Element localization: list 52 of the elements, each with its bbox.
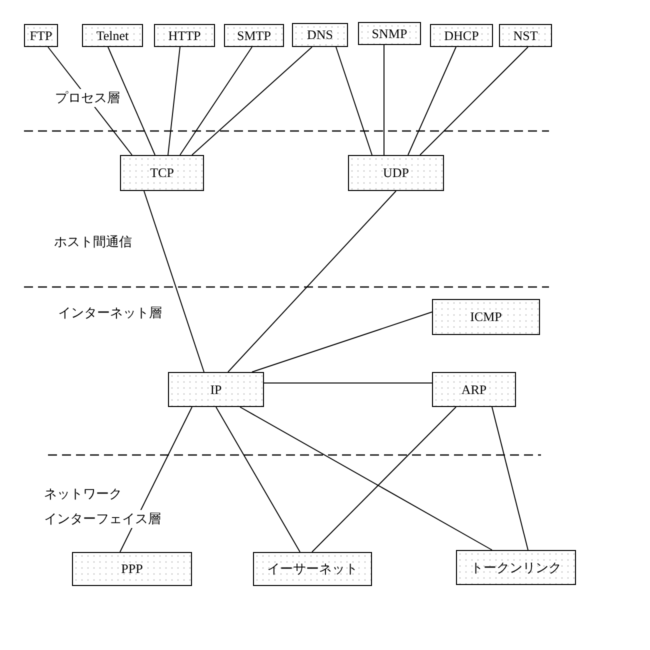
connector-line [108, 46, 156, 156]
protocol-box [430, 24, 493, 47]
protocol-box [82, 24, 143, 47]
connector-line [336, 46, 372, 156]
protocol-name: イーサーネット [267, 560, 358, 578]
protocol-box [499, 24, 552, 47]
protocol-name: NST [513, 28, 538, 44]
protocol-box [72, 552, 192, 586]
layer-label: ホスト間通信 [54, 233, 132, 251]
protocol-name: FTP [30, 28, 52, 44]
protocol-box [292, 23, 348, 47]
protocol-name: DNS [306, 27, 333, 43]
protocol-name: UDP [382, 165, 409, 181]
protocol-box [432, 372, 516, 407]
protocol-box [358, 22, 421, 45]
connector-line [180, 46, 252, 156]
protocol-box [253, 552, 372, 586]
protocol-name: SNMP [372, 26, 408, 42]
protocol-name: ARP [461, 382, 487, 398]
protocol-box [456, 550, 576, 585]
layer-label: インターネット層 [58, 304, 162, 322]
connector-line [192, 46, 312, 156]
protocol-name: SMTP [237, 28, 271, 44]
protocol-box [348, 155, 444, 191]
connector-line [492, 406, 528, 550]
connector-line [240, 406, 492, 550]
layer-label: インターフェイス層 [44, 510, 161, 528]
connector-line [312, 406, 456, 552]
layer-label: プロセス層 [55, 89, 120, 107]
protocol-name: Telnet [96, 28, 129, 44]
connector-line [252, 312, 432, 372]
protocol-name: TCP [150, 165, 174, 181]
protocol-name: PPP [121, 561, 143, 577]
connector-line [144, 190, 204, 372]
protocol-box [120, 155, 204, 191]
protocol-name: IP [210, 382, 222, 398]
protocol-name: DHCP [444, 28, 479, 44]
connector-line [216, 406, 300, 552]
protocol-box [154, 24, 215, 47]
connector-line [120, 406, 192, 552]
connector-line [408, 46, 456, 156]
protocol-box [224, 24, 284, 47]
protocol-name: ICMP [470, 309, 502, 325]
connector-line [228, 190, 396, 372]
protocol-box [432, 299, 540, 335]
connector-line [264, 382, 432, 384]
connector-line [420, 46, 528, 156]
protocol-box [24, 24, 58, 47]
protocol-box [168, 372, 264, 407]
protocol-name: HTTP [168, 28, 201, 44]
connector-line [168, 46, 180, 156]
protocol-name: トークンリンク [470, 558, 562, 576]
